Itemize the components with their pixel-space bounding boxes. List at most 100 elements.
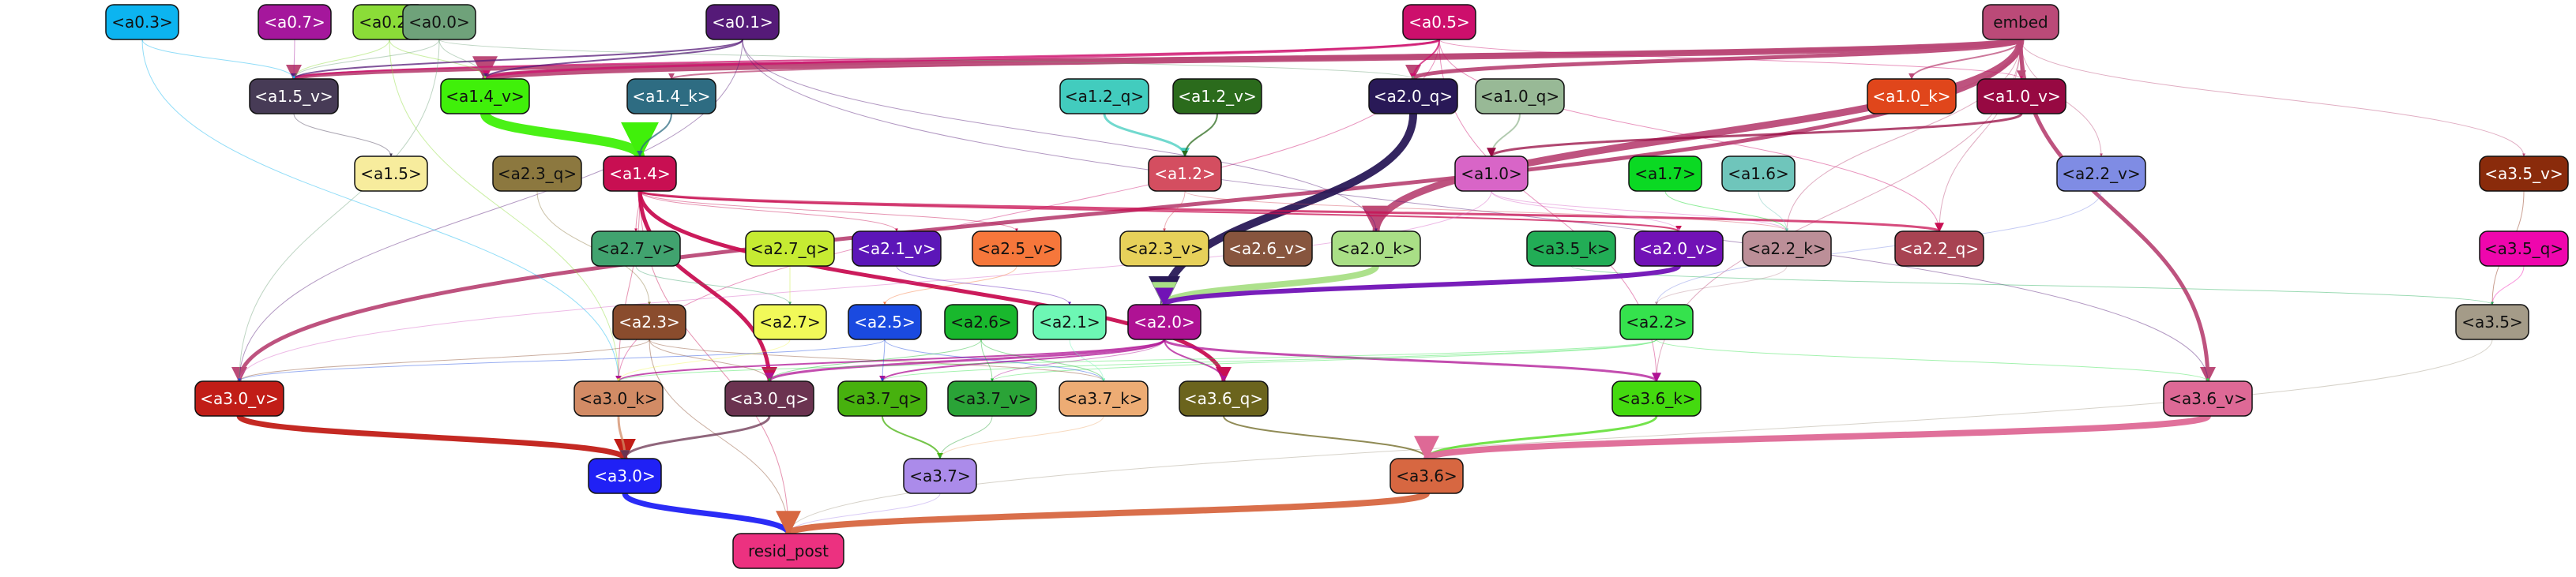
node-a3-0-k[interactable]: <a3.0_k> [573, 380, 664, 417]
node-a3-5-v[interactable]: <a3.5_v> [2479, 155, 2569, 192]
node-a3-7[interactable]: <a3.7> [903, 458, 977, 494]
node-box [2479, 230, 2569, 267]
node-a2-7-q[interactable]: <a2.7_q> [745, 230, 835, 267]
node-a1-0-v[interactable]: <a1.0_v> [1976, 78, 2066, 114]
node-a2-6-v[interactable]: <a2.6_v> [1223, 230, 1313, 267]
node-box [1628, 155, 1702, 192]
node-a3-7-q[interactable]: <a3.7_q> [837, 380, 927, 417]
node-a2-3-q[interactable]: <a2.3_q> [492, 155, 582, 192]
node-a2-1[interactable]: <a2.1> [1032, 304, 1107, 340]
edge-a3-6-q-to-a3-6 [1223, 415, 1430, 459]
node-a1-6[interactable]: <a1.6> [1721, 155, 1796, 192]
node-a3-7-k[interactable]: <a3.7_k> [1059, 380, 1149, 417]
node-a2-2-q[interactable]: <a2.2_q> [1894, 230, 1984, 267]
edge-a2-2-to-a3-6-v [1656, 339, 2209, 382]
node-a3-6-q[interactable]: <a3.6_q> [1179, 380, 1269, 417]
node-a3-6[interactable]: <a3.6> [1390, 458, 1464, 494]
node-label: resid_post [748, 541, 829, 560]
edge-a0-0-to-a1-5-v [292, 39, 440, 80]
node-a2-6[interactable]: <a2.6> [944, 304, 1018, 340]
node-a1-7[interactable]: <a1.7> [1628, 155, 1702, 192]
node-box [724, 380, 814, 417]
node-box [903, 458, 977, 494]
node-a3-6-v[interactable]: <a3.6_v> [2163, 380, 2253, 417]
node-box [1119, 230, 1209, 267]
edge-a2-6-to-a3-0-q [768, 339, 982, 382]
node-box [1127, 304, 1202, 340]
edge-a2-0-to-a3-0-q [765, 338, 1166, 383]
node-a0-7[interactable]: <a0.7> [258, 4, 332, 40]
edge-a0-0-to-a1-4-v [438, 39, 487, 80]
node-a2-2-k[interactable]: <a2.2_k> [1742, 230, 1832, 267]
edge-a1-2-to-a2-3-v [1163, 190, 1186, 232]
node-a3-6-k[interactable]: <a3.6_k> [1611, 380, 1702, 417]
node-a2-5-v[interactable]: <a2.5_v> [972, 230, 1062, 267]
node-box [2056, 155, 2146, 192]
node-box [837, 380, 927, 417]
node-box [1526, 230, 1616, 267]
edge-a2-1-to-a3-7-k [1069, 339, 1105, 382]
node-a1-0-k[interactable]: <a1.0_k> [1867, 78, 1957, 114]
node-a3-5-k[interactable]: <a3.5_k> [1526, 230, 1616, 267]
node-label: <a2.5> [854, 313, 916, 332]
edge-a2-5-to-a3-7-k [884, 339, 1105, 382]
edge-a2-6-to-a3-7-k [980, 339, 1105, 382]
node-label: <a2.2_k> [1747, 239, 1826, 258]
node-a1-4-k[interactable]: <a1.4_k> [626, 78, 716, 114]
node-a1-4-v[interactable]: <a1.4_v> [440, 78, 530, 114]
node-a2-3[interactable]: <a2.3> [612, 304, 686, 340]
node-box [1867, 78, 1957, 114]
edge-a1-5-v-to-a1-5 [293, 113, 393, 157]
node-a0-5[interactable]: <a0.5> [1402, 4, 1476, 40]
node-resid-post[interactable]: resid_post [732, 533, 844, 569]
node-a1-4[interactable]: <a1.4> [603, 155, 677, 192]
node-embed[interactable]: embed [1982, 4, 2059, 40]
node-a0-1[interactable]: <a0.1> [705, 4, 780, 40]
node-label: <a3.7_k> [1064, 389, 1142, 408]
node-a2-2[interactable]: <a2.2> [1619, 304, 1694, 340]
node-a2-1-v[interactable]: <a2.1_v> [852, 230, 942, 267]
edge-a3-5-to-resid-post [787, 339, 2493, 534]
node-a2-2-v[interactable]: <a2.2_v> [2056, 155, 2146, 192]
edge-a1-0-v-to-a1-0 [1487, 112, 2023, 158]
node-a0-0[interactable]: <a0.0> [402, 4, 476, 40]
node-label: <a2.0_q> [1374, 87, 1453, 106]
node-a3-5[interactable]: <a3.5> [2455, 304, 2529, 340]
edge-a2-0-to-a3-7-q [879, 339, 1165, 382]
node-label: <a3.5_k> [1532, 239, 1610, 258]
node-a1-2[interactable]: <a1.2> [1148, 155, 1222, 192]
node-a1-0-q[interactable]: <a1.0_q> [1475, 78, 1565, 114]
node-a2-0-q[interactable]: <a2.0_q> [1368, 78, 1458, 114]
node-box [612, 304, 686, 340]
node-box [1331, 230, 1421, 267]
node-a3-0-q[interactable]: <a3.0_q> [724, 380, 814, 417]
node-a1-0[interactable]: <a1.0> [1454, 155, 1529, 192]
node-label: <a0.0> [408, 13, 470, 32]
node-a2-3-v[interactable]: <a2.3_v> [1119, 230, 1209, 267]
node-a1-2-v[interactable]: <a1.2_v> [1172, 78, 1262, 114]
node-box [1223, 230, 1313, 267]
node-a2-7-v[interactable]: <a2.7_v> [591, 230, 681, 267]
node-a2-0[interactable]: <a2.0> [1127, 304, 1202, 340]
edge-a3-0-v-to-a3-0 [236, 413, 636, 462]
node-a1-5-v[interactable]: <a1.5_v> [249, 78, 339, 114]
node-a0-3[interactable]: <a0.3> [105, 4, 179, 40]
node-label: <a1.7> [1634, 164, 1696, 183]
edge-a1-0-to-a3-0-v [238, 190, 1492, 382]
edge-a0-3-to-a1-5-v [141, 39, 295, 80]
node-a2-0-k[interactable]: <a2.0_k> [1331, 230, 1421, 267]
node-a3-0[interactable]: <a3.0> [588, 458, 662, 494]
node-a2-5[interactable]: <a2.5> [848, 304, 922, 340]
edge-a1-4-to-a2-1-v [639, 190, 898, 232]
node-a3-5-q[interactable]: <a3.5_q> [2479, 230, 2569, 267]
node-a1-5[interactable]: <a1.5> [354, 155, 428, 192]
node-a2-7[interactable]: <a2.7> [753, 304, 827, 340]
node-label: <a3.6_v> [2168, 389, 2247, 408]
edge-a0-5-to-a1-0-v [1438, 39, 2023, 80]
edge-a2-3-to-a3-0-v [238, 339, 650, 382]
edge-a3-7-k-to-a3-7 [938, 415, 1104, 459]
node-a3-0-v[interactable]: <a3.0_v> [194, 380, 284, 417]
node-a2-0-v[interactable]: <a2.0_v> [1634, 230, 1724, 267]
node-a1-2-q[interactable]: <a1.2_q> [1059, 78, 1149, 114]
node-a3-7-v[interactable]: <a3.7_v> [947, 380, 1037, 417]
